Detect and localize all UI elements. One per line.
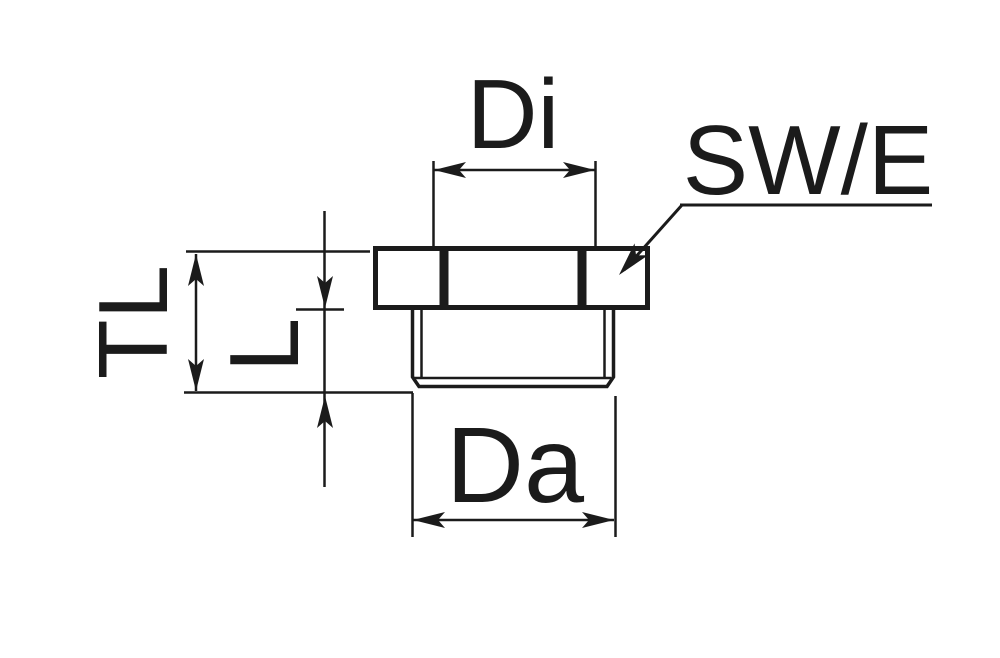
l-arrow-down-icon (317, 276, 333, 308)
dimension-tl: TL (78, 250, 413, 394)
leader-swe: SW/E (619, 105, 933, 275)
threaded-body (410, 308, 616, 389)
di-arrow-right-icon (563, 162, 595, 178)
dimension-da: Da (411, 393, 617, 537)
label-da: Da (446, 404, 585, 525)
da-arrow-left-icon (413, 512, 445, 528)
thread-outline (410, 308, 616, 389)
dimension-di: Di (432, 59, 597, 246)
dimension-l: L (209, 211, 344, 487)
label-tl: TL (78, 265, 188, 379)
hex-head (373, 246, 650, 310)
da-arrow-right-icon (582, 512, 614, 528)
hex-head-outline (373, 246, 650, 310)
swe-leader-arrow-icon (619, 243, 649, 275)
l-arrow-up-icon (317, 396, 333, 428)
label-di: Di (467, 59, 560, 169)
tl-arrow-up-icon (188, 254, 204, 286)
tl-arrow-down-icon (188, 359, 204, 391)
di-arrow-left-icon (434, 162, 466, 178)
label-swe: SW/E (683, 105, 933, 215)
label-l: L (209, 318, 319, 373)
